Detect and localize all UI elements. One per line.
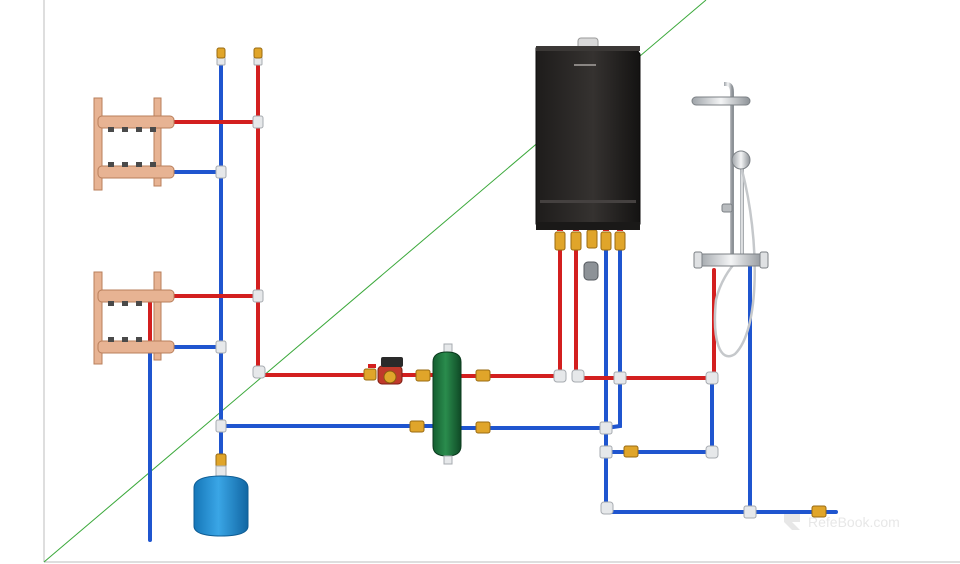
boiler-top-edge xyxy=(536,46,640,51)
manifold-bar-bottom xyxy=(97,340,175,354)
boiler xyxy=(535,37,641,281)
hand-shower-head xyxy=(731,150,751,170)
separator-valve-cold-in xyxy=(409,420,425,433)
tee-fitting xyxy=(215,419,227,433)
thermostatic-mixer xyxy=(697,253,765,267)
pump-rotor xyxy=(383,370,397,384)
shower-arm xyxy=(724,82,734,258)
separator-valve-cold-out xyxy=(475,421,491,434)
brass-valves xyxy=(215,47,827,518)
boiler-bottom xyxy=(536,222,640,230)
manifold-port xyxy=(150,162,156,167)
manifold-port xyxy=(122,162,128,167)
manifold-bar-bottom xyxy=(97,165,175,179)
elbow-fitting xyxy=(705,445,719,459)
elbow-fitting xyxy=(553,369,567,383)
top-valve-cold xyxy=(216,47,226,59)
hydraulic-separator xyxy=(432,343,462,465)
boiler-logo xyxy=(574,64,596,66)
hot-riser-main xyxy=(256,60,376,377)
manifold-port xyxy=(150,127,156,132)
tee-fitting xyxy=(599,445,613,459)
manifold-upper xyxy=(93,97,175,191)
boiler-cold-b xyxy=(604,246,622,430)
elbow-fitting xyxy=(705,371,719,385)
shower xyxy=(691,82,769,358)
separator-valve-hot-in xyxy=(415,369,431,382)
expansion-tank xyxy=(193,465,249,537)
boiler-valve xyxy=(600,231,612,251)
tee-fitting xyxy=(252,115,264,129)
manifold-port xyxy=(108,301,114,306)
boiler-valve xyxy=(570,231,582,251)
manifold-frame-right xyxy=(153,97,162,187)
manifold-port xyxy=(136,337,142,342)
manifold-port xyxy=(136,301,142,306)
tee-fitting xyxy=(215,340,227,354)
tee-fitting xyxy=(215,165,227,179)
elbow-fitting xyxy=(571,369,585,383)
elbow-fitting xyxy=(600,501,614,515)
cold-bottom-run xyxy=(604,506,838,514)
manifold-port xyxy=(122,337,128,342)
tee-fitting xyxy=(743,505,757,519)
watermark-text: RefeBook.com xyxy=(808,514,900,530)
mixer-knob-right xyxy=(759,251,769,269)
valve-handle xyxy=(368,364,376,368)
pipe-fittings xyxy=(215,56,757,519)
tank-neck xyxy=(215,465,227,477)
tee-fitting xyxy=(252,289,264,303)
manifold-port xyxy=(122,301,128,306)
separator-valve-hot-out xyxy=(475,369,491,382)
circulation-pump xyxy=(377,357,403,385)
bottom-valve xyxy=(811,505,827,518)
top-valve-hot xyxy=(253,47,263,59)
rail-bracket xyxy=(721,203,733,213)
boiler-valve xyxy=(614,231,626,251)
room-guides xyxy=(43,0,960,563)
shower-rail xyxy=(740,160,744,260)
manifold-lower xyxy=(93,271,175,365)
boiler-casing xyxy=(535,47,641,225)
manifold-port xyxy=(108,337,114,342)
pump-head xyxy=(381,357,403,367)
shower-head xyxy=(691,96,751,106)
tank-body xyxy=(193,475,249,537)
manifold-bar-top xyxy=(97,289,175,303)
boiler-valve xyxy=(554,231,566,251)
boiler-panel-line xyxy=(540,200,636,203)
manifold-port xyxy=(108,127,114,132)
mixer-knob-left xyxy=(693,251,703,269)
boiler-valve xyxy=(586,229,598,249)
manifold-frame-left xyxy=(93,97,103,191)
shower-hose xyxy=(713,169,756,358)
manifold-port xyxy=(108,162,114,167)
tee-fitting xyxy=(599,421,613,435)
pump-valve-in xyxy=(363,368,377,381)
separator-drain xyxy=(443,455,453,465)
manifold-bar-top xyxy=(97,115,175,129)
manifold-port xyxy=(122,127,128,132)
manifold-port xyxy=(136,127,142,132)
manifold-frame-right xyxy=(153,271,162,361)
condensate-trap xyxy=(583,261,599,281)
separator-body xyxy=(432,351,462,457)
manifold-port xyxy=(136,162,142,167)
tee-fitting xyxy=(613,371,627,385)
watermark-logo-icon xyxy=(784,514,800,530)
valve-handles xyxy=(368,226,623,368)
watermark: RefeBook.com xyxy=(784,514,900,530)
hot-separator-out xyxy=(458,246,562,378)
elbow-fitting xyxy=(252,365,266,379)
manifold-frame-left xyxy=(93,271,103,365)
mid-valve xyxy=(623,445,639,458)
